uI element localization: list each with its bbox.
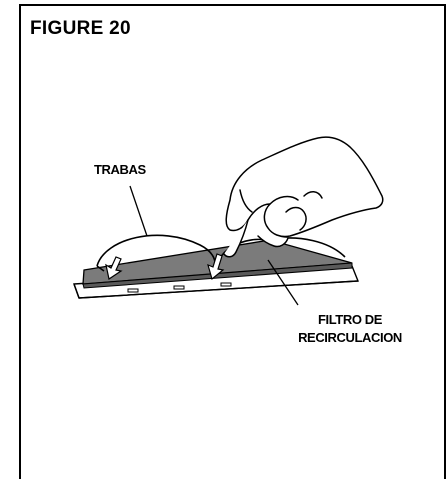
- clip-left: [96, 234, 216, 272]
- filter-label-line1: FILTRO DE: [317, 312, 383, 327]
- figure-title: FIGURE 20: [30, 18, 131, 39]
- arrow-right: [207, 253, 225, 281]
- hand-illustration: [223, 136, 384, 258]
- panel-right-border: [444, 4, 446, 479]
- panel-left-border: [19, 4, 21, 479]
- filter-label-line2: RECIRCULACION: [298, 330, 402, 345]
- leader-filter: [267, 259, 299, 306]
- filter-label: FILTRO DE RECIRCULACION: [294, 311, 406, 347]
- arrow-left: [105, 256, 123, 280]
- panel-top-border: [19, 4, 445, 6]
- filter-frame: [73, 265, 360, 299]
- clips-label: TRABAS: [94, 162, 146, 177]
- leader-clips: [129, 185, 148, 237]
